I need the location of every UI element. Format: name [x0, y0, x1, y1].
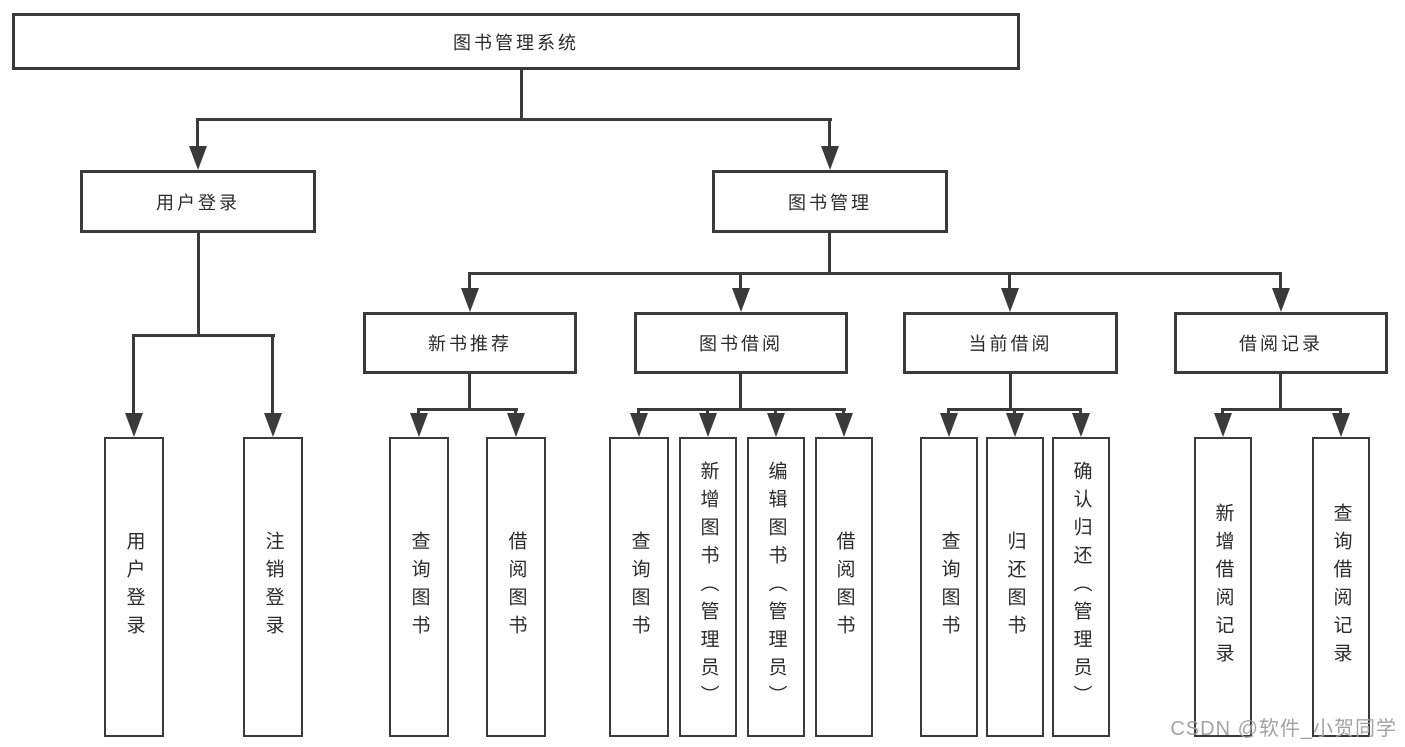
leaf-borrowing-query-books: 查询图书 — [609, 437, 669, 737]
leaf-recommend-borrow-books-label: 借阅图书 — [505, 531, 527, 643]
node-user-login-label: 用户登录 — [156, 192, 240, 213]
leaf-current-confirm-return-admin: 确认归还（管理员） — [1052, 437, 1110, 737]
leaf-records-query-record-label: 查询借阅记录 — [1330, 503, 1352, 671]
leaf-current-query-books-label: 查询图书 — [938, 531, 960, 643]
connector-current-stem — [1009, 374, 1012, 408]
leaf-logout: 注销登录 — [243, 437, 303, 737]
leaf-borrowing-query-books-label: 查询图书 — [628, 531, 650, 643]
leaf-recommend-borrow-books: 借阅图书 — [486, 437, 546, 737]
connector-book-mgmt-branch — [469, 272, 1282, 275]
csdn-watermark: CSDN @软件_小贺同学 — [1170, 718, 1397, 740]
leaf-borrowing-borrow-books-label: 借阅图书 — [833, 531, 855, 643]
connector-book-mgmt-stem — [828, 233, 831, 272]
leaf-current-query-books: 查询图书 — [920, 437, 978, 737]
leaf-recommend-query-books-label: 查询图书 — [408, 531, 430, 643]
connector-new-book-branch — [418, 408, 518, 411]
leaf-user-login-label: 用户登录 — [123, 531, 145, 643]
leaf-records-add-record-label: 新增借阅记录 — [1212, 503, 1234, 671]
arrow-down-icon — [1072, 408, 1090, 437]
arrow-down-icon — [835, 408, 853, 437]
arrow-down-icon — [410, 408, 428, 437]
arrow-down-icon — [1214, 408, 1232, 437]
arrow-down-icon — [732, 272, 750, 312]
leaf-borrowing-edit-books-admin: 编辑图书（管理员） — [747, 437, 805, 737]
node-new-book-recommend-label: 新书推荐 — [428, 334, 512, 354]
node-current-borrowing-label: 当前借阅 — [968, 334, 1053, 354]
leaf-borrowing-add-books-admin: 新增图书（管理员） — [679, 437, 737, 737]
leaf-records-add-record: 新增借阅记录 — [1194, 437, 1252, 737]
arrow-down-icon — [189, 118, 207, 170]
leaf-records-query-record: 查询借阅记录 — [1312, 437, 1370, 737]
arrow-down-icon — [264, 334, 282, 437]
connector-user-login-branch — [133, 334, 275, 337]
arrow-down-icon — [1332, 408, 1350, 437]
arrow-down-icon — [699, 408, 717, 437]
arrow-down-icon — [821, 118, 839, 170]
arrow-down-icon — [1001, 272, 1019, 312]
connector-borrowing-branch — [638, 408, 846, 411]
connector-new-book-stem — [468, 374, 471, 408]
leaf-borrowing-edit-books-admin-label: 编辑图书（管理员） — [765, 461, 787, 713]
leaf-recommend-query-books: 查询图书 — [389, 437, 449, 737]
leaf-current-return-books: 归还图书 — [986, 437, 1044, 737]
leaf-borrowing-add-books-admin-label: 新增图书（管理员） — [697, 461, 719, 713]
node-new-book-recommend: 新书推荐 — [363, 312, 577, 374]
node-root-label: 图书管理系统 — [453, 32, 579, 53]
node-book-borrowing-label: 图书借阅 — [699, 334, 783, 354]
node-current-borrowing: 当前借阅 — [903, 312, 1118, 374]
arrow-down-icon — [125, 334, 143, 437]
node-book-borrowing: 图书借阅 — [634, 312, 848, 374]
node-root: 图书管理系统 — [12, 13, 1020, 70]
connector-root-stem — [520, 70, 523, 118]
node-borrowing-records-label: 借阅记录 — [1239, 334, 1323, 354]
arrow-down-icon — [1272, 272, 1290, 312]
connector-user-login-stem — [197, 233, 200, 334]
leaf-logout-label: 注销登录 — [262, 531, 284, 643]
leaf-borrowing-borrow-books: 借阅图书 — [815, 437, 873, 737]
arrow-down-icon — [507, 408, 525, 437]
arrow-down-icon — [940, 408, 958, 437]
connector-records-branch — [1222, 408, 1342, 411]
connector-borrowing-stem — [739, 374, 742, 408]
node-book-management-label: 图书管理 — [788, 192, 872, 213]
node-book-management: 图书管理 — [712, 170, 948, 233]
arrow-down-icon — [767, 408, 785, 437]
connector-records-stem — [1279, 374, 1282, 408]
leaf-current-confirm-return-admin-label: 确认归还（管理员） — [1070, 461, 1092, 713]
leaf-current-return-books-label: 归还图书 — [1004, 531, 1026, 643]
node-borrowing-records: 借阅记录 — [1174, 312, 1388, 374]
leaf-user-login: 用户登录 — [104, 437, 164, 737]
arrow-down-icon — [1006, 408, 1024, 437]
connector-root-branch — [197, 118, 832, 121]
node-user-login: 用户登录 — [80, 170, 316, 233]
arrow-down-icon — [461, 272, 479, 312]
arrow-down-icon — [630, 408, 648, 437]
